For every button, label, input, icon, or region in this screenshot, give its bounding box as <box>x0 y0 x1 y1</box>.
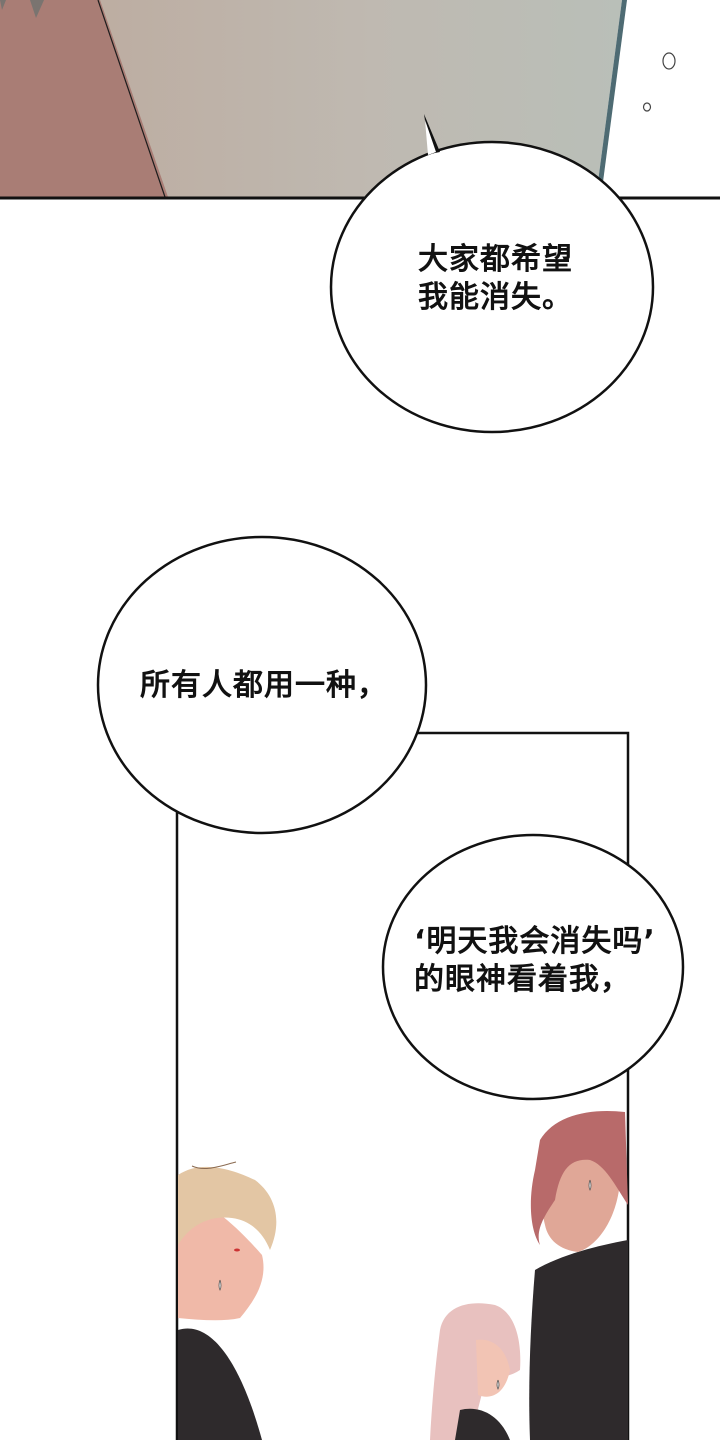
character-blond-man <box>178 1161 277 1440</box>
bubble-3-text: ‘明天我会消失吗’ 的眼神看着我， <box>414 924 656 997</box>
speech-bubble-1 <box>329 114 655 434</box>
speech-bubble-3 <box>381 833 685 1101</box>
droplet-icon <box>642 102 652 112</box>
bubble-2-text: 所有人都用一种， <box>140 668 388 703</box>
character-long-hair <box>430 1303 521 1440</box>
bottom-panel <box>175 731 630 1440</box>
top-panel <box>0 0 720 200</box>
bubble-1-text: 大家都希望 我能消失。 <box>418 242 573 315</box>
speech-bubble-2 <box>96 535 428 835</box>
droplet-icon <box>662 52 676 70</box>
character-red-hair-man <box>529 1110 628 1440</box>
